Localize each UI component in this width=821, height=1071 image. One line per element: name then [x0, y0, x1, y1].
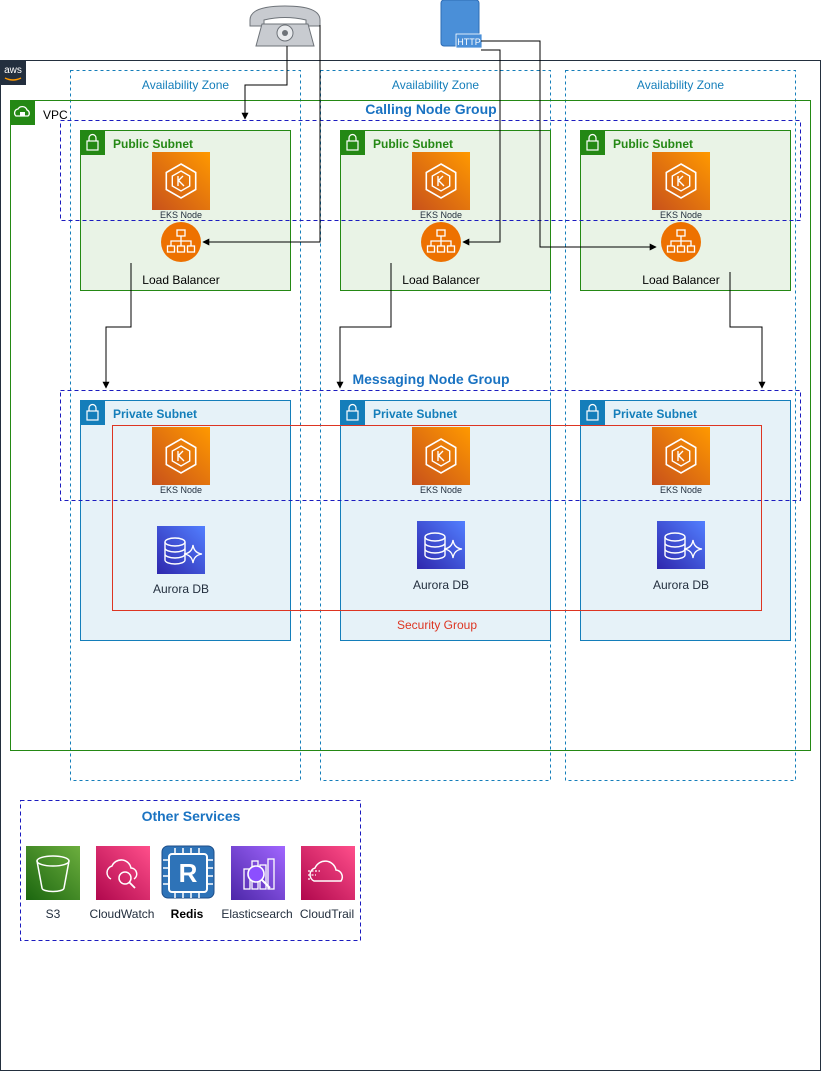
service-elasticsearch: Elasticsearch [221, 846, 293, 921]
http-to-lb3-connector [481, 40, 657, 251]
aurora-db-icon [657, 521, 705, 569]
load-balancer-label: Load Balancer [642, 273, 719, 287]
redis-icon: R [161, 845, 215, 899]
load-balancer: Load Balancer [642, 222, 720, 287]
eks-node: EKS Node [652, 152, 710, 220]
eks-icon [412, 427, 470, 485]
lock-icon [580, 400, 605, 425]
elasticsearch-icon [231, 846, 285, 900]
messaging-node-group-label: Messaging Node Group [352, 371, 509, 387]
aurora-db-label: Aurora DB [653, 578, 709, 592]
load-balancer-label: Load Balancer [402, 273, 479, 287]
private-subnet-3: Private Subnet [580, 400, 791, 641]
phone-to-lb1-connector [202, 25, 321, 246]
telephone-icon [249, 5, 321, 47]
eks-icon [652, 427, 710, 485]
eks-node: EKS Node [412, 427, 470, 495]
aurora-db: Aurora DB [413, 521, 469, 592]
vpc-label: VPC [43, 108, 68, 122]
eks-node: EKS Node [152, 152, 210, 220]
eks-icon [152, 152, 210, 210]
s3-icon [26, 846, 80, 900]
lb2-to-messaging-connector [336, 263, 392, 389]
aurora-db: Aurora DB [153, 526, 209, 596]
service-label: Elasticsearch [221, 907, 292, 921]
phone-to-group-connector [241, 46, 288, 120]
cloudwatch-icon [96, 846, 150, 900]
service-cloudwatch: CloudWatch [90, 846, 155, 921]
security-group: Security Group [112, 425, 762, 632]
lock-icon [340, 130, 365, 155]
lb1-to-messaging-connector [102, 263, 132, 389]
service-label: Redis [171, 907, 204, 921]
aurora-db: Aurora DB [653, 521, 709, 592]
load-balancer-icon [161, 222, 201, 262]
lb3-to-messaging-connector [729, 272, 766, 389]
availability-zone-label: Availability Zone [637, 78, 724, 92]
calling-node-group: Calling Node Group [60, 101, 801, 221]
eks-node: EKS Node [152, 427, 210, 495]
service-label: CloudTrail [300, 907, 354, 921]
lock-icon [80, 400, 105, 425]
private-subnet-label: Private Subnet [613, 407, 697, 421]
aurora-db-icon [417, 521, 465, 569]
calling-node-group-label: Calling Node Group [365, 101, 496, 117]
lock-icon [340, 400, 365, 425]
load-balancer-icon [661, 222, 701, 262]
svg-text:aws: aws [4, 65, 22, 76]
eks-node-label: EKS Node [160, 210, 202, 220]
messaging-node-group: Messaging Node Group [60, 371, 801, 501]
eks-node-label: EKS Node [420, 485, 462, 495]
lock-icon [80, 130, 105, 155]
public-subnet-label: Public Subnet [373, 137, 453, 151]
vpc-icon [10, 100, 35, 125]
aurora-db-label: Aurora DB [413, 578, 469, 592]
svg-text:R: R [179, 858, 198, 888]
service-label: S3 [46, 907, 61, 921]
security-group-label: Security Group [397, 618, 477, 632]
eks-node-label: EKS Node [660, 210, 702, 220]
service-cloudtrail: CloudTrail [300, 846, 355, 921]
other-services-title: Other Services [142, 808, 241, 824]
availability-zone-label: Availability Zone [142, 78, 229, 92]
eks-icon [412, 152, 470, 210]
load-balancer-label: Load Balancer [142, 273, 219, 287]
aws-logo-icon: aws [0, 60, 26, 85]
eks-node-label: EKS Node [660, 485, 702, 495]
aurora-db-icon [157, 526, 205, 574]
load-balancer: Load Balancer [402, 222, 480, 287]
http-label: HTTP [457, 37, 481, 47]
service-s3: S3 [26, 846, 80, 921]
service-redis: R Redis [161, 845, 215, 921]
http-client-icon: HTTP [440, 0, 483, 49]
private-subnet-label: Private Subnet [373, 407, 457, 421]
service-label: CloudWatch [90, 907, 155, 921]
eks-icon [652, 152, 710, 210]
eks-node: EKS Node [412, 152, 470, 220]
availability-zone-label: Availability Zone [392, 78, 479, 92]
aurora-db-label: Aurora DB [153, 582, 209, 596]
other-services-box: Other Services [20, 800, 361, 941]
lock-icon [580, 130, 605, 155]
public-subnet-label: Public Subnet [613, 137, 693, 151]
eks-node: EKS Node [652, 427, 710, 495]
public-subnet-1: Public Subnet [80, 130, 291, 291]
vpc: VPC [10, 100, 811, 751]
load-balancer: Load Balancer [142, 222, 220, 287]
cloudtrail-icon [301, 846, 355, 900]
eks-node-label: EKS Node [420, 210, 462, 220]
public-subnet-label: Public Subnet [113, 137, 193, 151]
http-to-lb2-connector [462, 49, 501, 246]
private-subnet-label: Private Subnet [113, 407, 197, 421]
load-balancer-icon [421, 222, 461, 262]
eks-node-label: EKS Node [160, 485, 202, 495]
connectors [102, 25, 766, 389]
eks-icon [152, 427, 210, 485]
